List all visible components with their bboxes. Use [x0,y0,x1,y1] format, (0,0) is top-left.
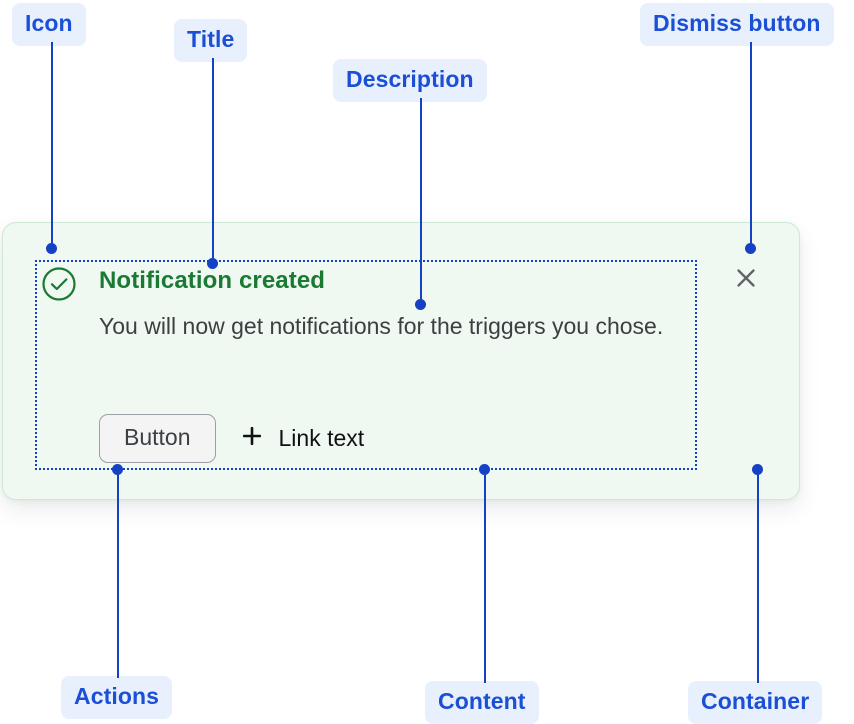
leader-dot-actions [112,464,123,475]
annotation-label-actions: Actions [61,676,173,719]
annotation-label-title: Title [174,19,248,62]
dismiss-button[interactable] [731,265,761,295]
notification-actions: Button Link text [99,414,364,463]
notification-container: Notification created You will now get no… [2,222,800,500]
annotation-label-icon: Icon [12,3,86,46]
leader-line-dismiss [750,42,752,249]
leader-line-title [212,58,214,263]
annotation-label-container: Container [688,681,823,724]
primary-action-button[interactable]: Button [99,414,216,463]
link-action-label: Link text [278,425,365,451]
add-link-action[interactable]: Link text [241,425,365,452]
leader-dot-dismiss [745,243,756,254]
leader-line-content [484,474,486,683]
leader-line-container [757,474,759,683]
leader-dot-container [752,464,763,475]
annotation-label-content: Content [425,681,539,724]
notification-description: You will now get notifications for the t… [99,313,664,339]
leader-line-icon [51,42,53,249]
leader-dot-title [207,258,218,269]
leader-line-description [420,98,422,304]
check-circle-icon [41,266,77,302]
annotation-label-dismiss: Dismiss button [640,3,834,46]
leader-dot-icon [46,243,57,254]
plus-icon [241,425,263,452]
leader-line-actions [117,470,119,678]
leader-dot-description [415,299,426,310]
notification-title: Notification created [99,267,326,294]
notification-content: Notification created You will now get no… [35,260,697,470]
close-icon [733,265,759,296]
leader-dot-content [479,464,490,475]
annotation-label-description: Description [333,59,487,102]
